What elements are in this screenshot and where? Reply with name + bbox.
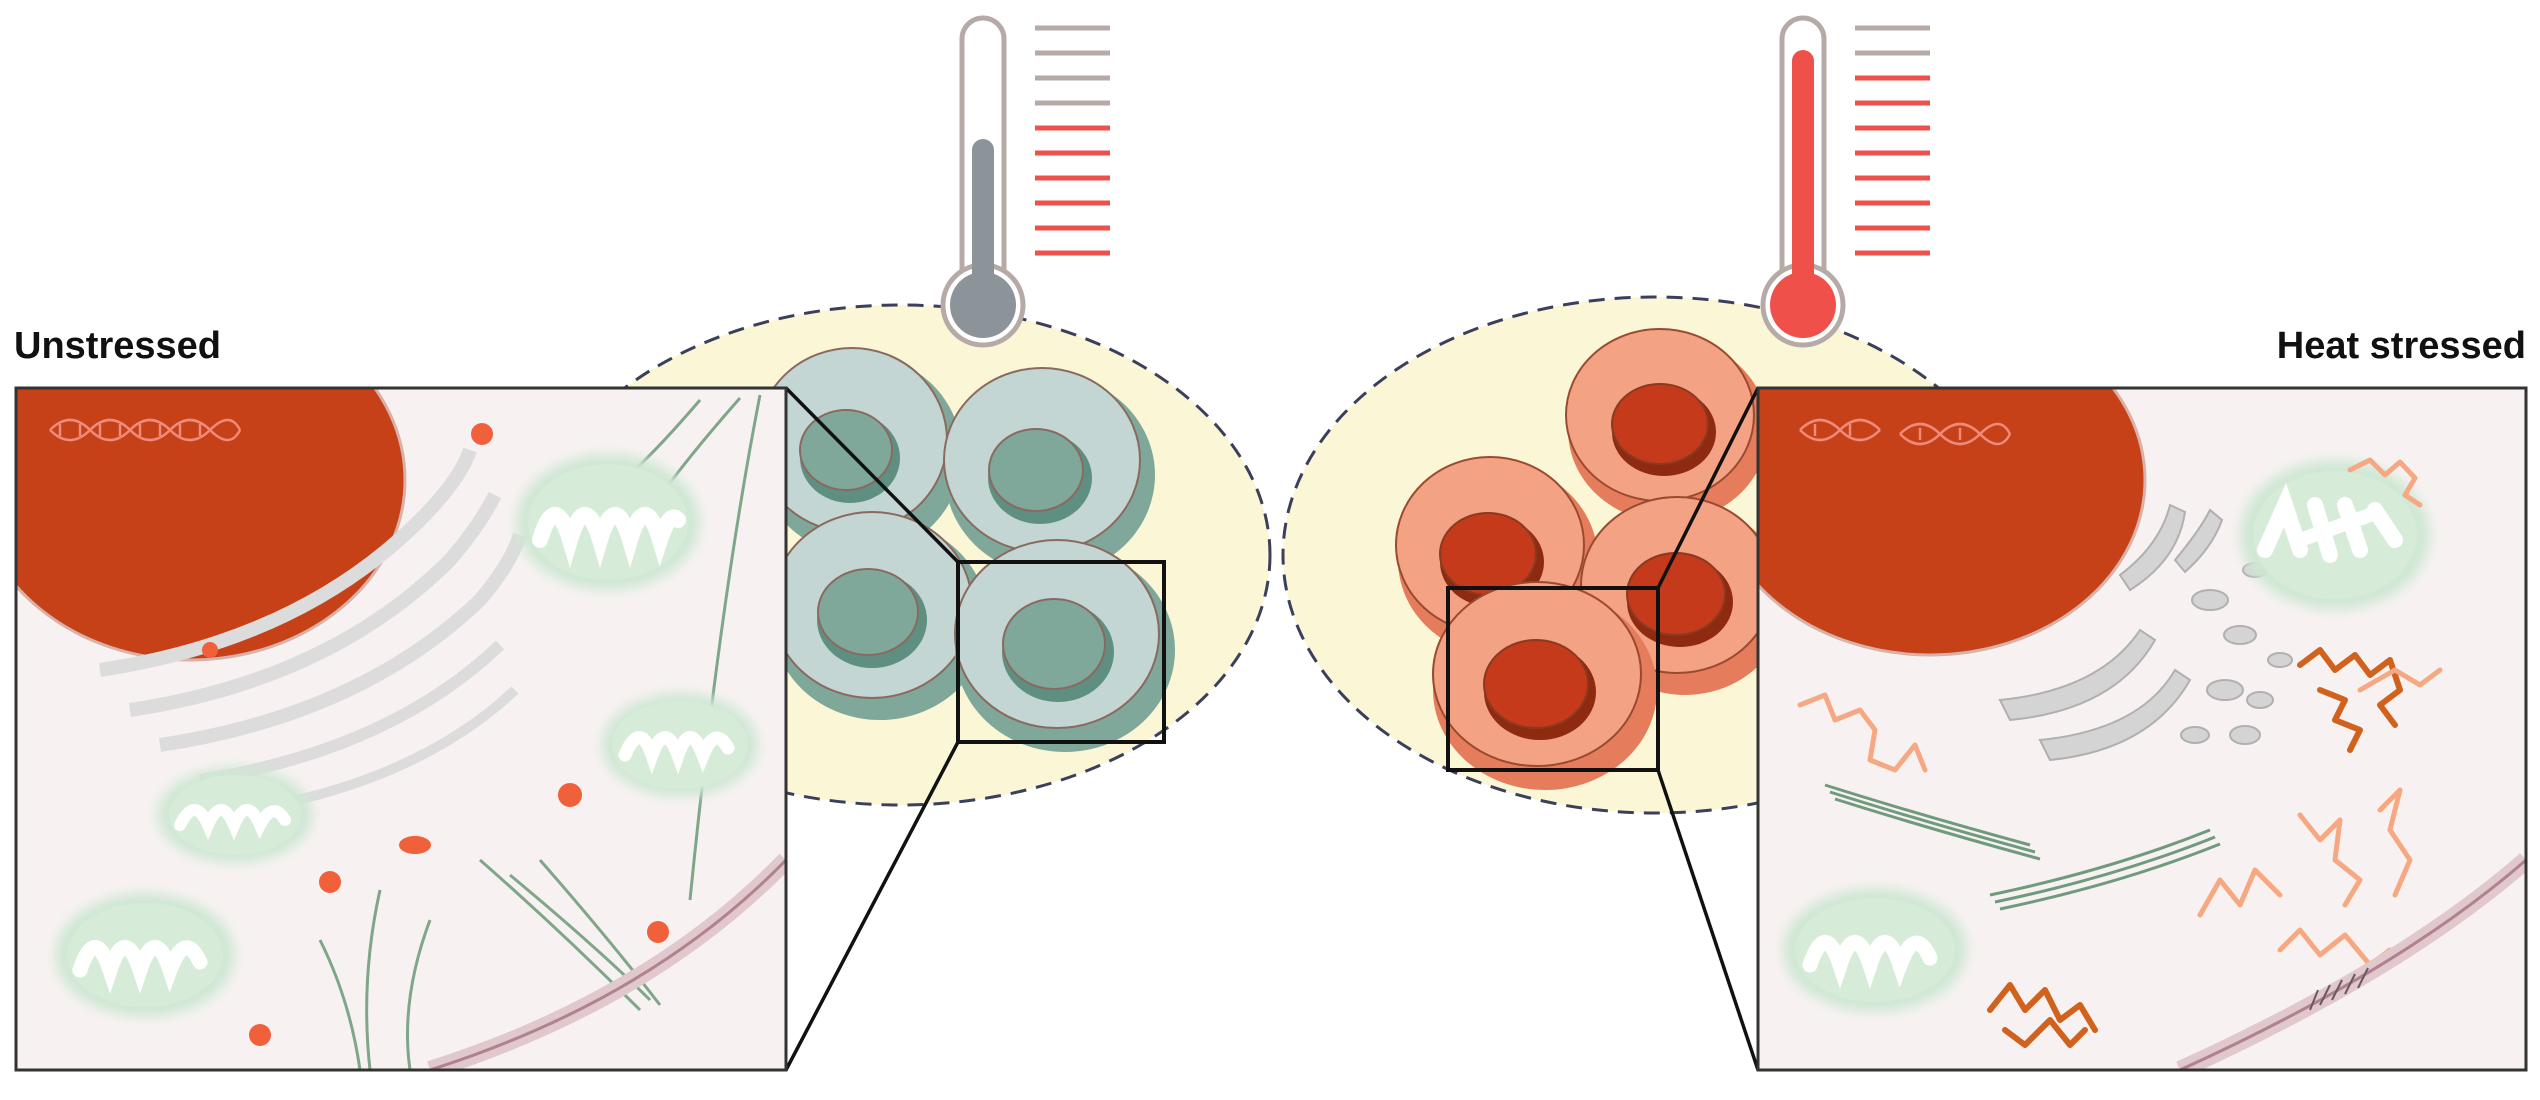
mitochondria-icon <box>602 693 758 797</box>
mitochondria-icon <box>516 454 700 590</box>
mitochondria-icon <box>2240 460 2430 610</box>
unstressed-cell-group <box>756 347 1175 752</box>
zoom-region-box <box>956 560 1166 744</box>
nucleus <box>16 388 407 662</box>
mitochondria-icon <box>157 767 313 863</box>
cell-icon <box>1565 328 1768 522</box>
cell-icon <box>943 367 1155 575</box>
zoom-region-box <box>1446 586 1660 772</box>
cell-membrane <box>429 858 786 1070</box>
unstressed-label: Unstressed <box>14 325 221 367</box>
membrane-damage <box>2309 967 2369 1011</box>
cell-icon <box>954 539 1175 752</box>
cell-icon <box>1432 581 1657 790</box>
mitochondria-icon <box>1783 888 1967 1012</box>
cell-icon <box>771 511 988 720</box>
stressed-cell-group <box>1395 328 1787 790</box>
granules <box>202 423 669 1046</box>
mitochondria-icon <box>55 893 235 1017</box>
dna-helix-icon <box>49 418 242 442</box>
unstressed-inset <box>14 386 788 1072</box>
dna-helix-icon <box>1799 418 2012 446</box>
thermometer-scale <box>1855 25 1930 256</box>
cytoskeleton-bundles <box>1824 783 2221 911</box>
thermometer-fill <box>972 139 994 305</box>
thermometer-fill <box>1792 50 1814 305</box>
cell-membrane <box>2179 858 2526 1070</box>
heat-stressed-label: Heat stressed <box>2276 325 2526 367</box>
inset-frame <box>1756 386 2528 1072</box>
thermometer-icon <box>940 15 1110 348</box>
nucleus <box>1758 388 2147 657</box>
inset-frame <box>14 386 788 1072</box>
zoom-connectors <box>784 386 1760 1071</box>
thermometer-scale <box>1035 25 1110 256</box>
heat-stressed-inset <box>1756 386 2528 1072</box>
thermometer-icon <box>1760 15 1930 348</box>
